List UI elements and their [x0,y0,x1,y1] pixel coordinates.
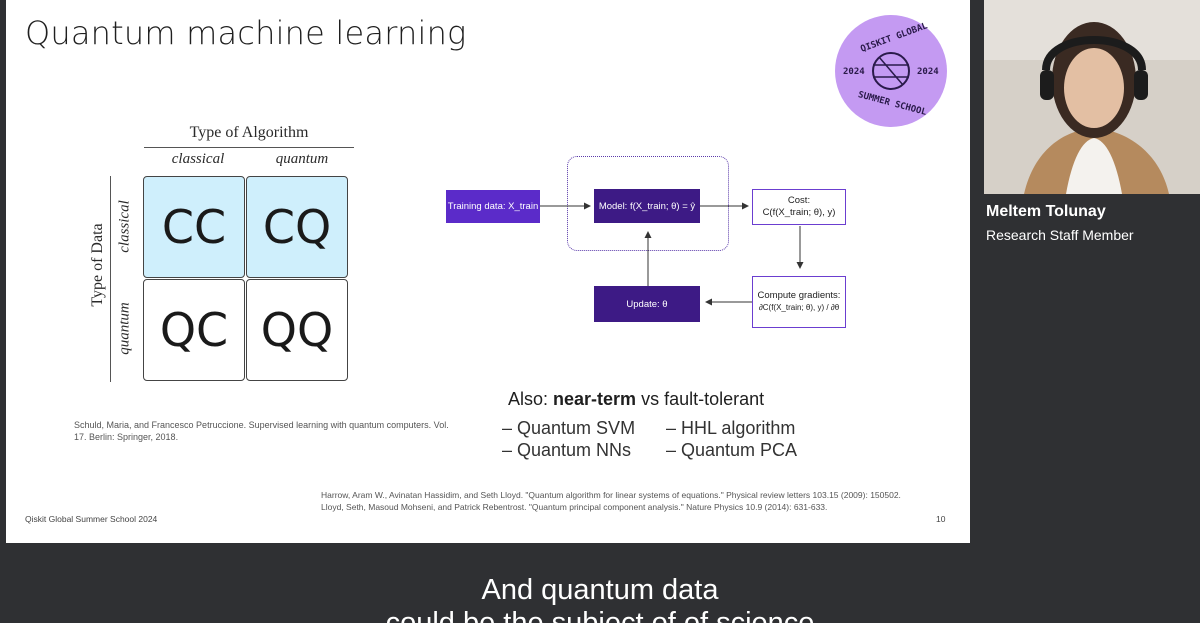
diagram-arrows [540,202,804,306]
footer-event: Qiskit Global Summer School 2024 [25,514,158,524]
badge-year-left: 2024 [843,67,865,77]
col-label-quantum: quantum [275,151,329,167]
also-prefix: Also: [508,389,554,409]
subtitle-line-2: could be the subject of of science [385,607,815,623]
cost-box: Cost: C(f(X_train; θ), y) [752,189,846,225]
bullet-hhl: – HHL algorithm [666,418,796,438]
col-label-classical: classical [171,151,225,167]
cell-qq: QQ [246,279,348,381]
slide-title: Quantum machine learning [25,14,467,52]
badge-year-right: 2024 [917,67,939,77]
summer-school-badge: QISKIT GLOBAL 2024 2024 SUMMER SCHOOL [835,15,947,127]
cell-cc: CC [143,176,245,278]
citation-harrow: Harrow, Aram W., Avinatan Hassidim, and … [321,490,901,500]
bullet-quantum-nns: – Quantum NNs [502,440,632,460]
bullet-quantum-svm: – Quantum SVM [502,418,636,438]
citation-schuld: Schuld, Maria, and Francesco Petruccione… [74,420,449,442]
speaker-avatar [984,0,1200,194]
model-box: Model: f(X_train; θ) = ŷ [594,189,700,223]
speaker-video [984,0,1200,194]
grid-row-divider [110,176,111,382]
grid-column-header: Type of Algorithm [189,124,309,141]
gradients-title: Compute gradients: [757,290,841,301]
presentation-slide: Quantum machine learning QISKIT GLOBAL 2… [6,0,970,543]
cell-qc: QC [143,279,245,381]
speaker-role: Research Staff Member [986,227,1134,243]
globe-icon [872,52,910,90]
update-box: Update: θ [594,286,700,322]
grid-header-divider [144,147,354,148]
subtitle-line-1: And quantum data [481,574,719,606]
cost-expression: C(f(X_train; θ), y) [762,207,836,218]
cell-cq: CQ [246,176,348,278]
speaker-name: Meltem Tolunay [986,203,1106,220]
cost-title: Cost: [787,195,811,206]
bullet-quantum-pca: – Quantum PCA [666,440,798,460]
page-number: 10 [936,514,946,524]
also-line: Also: near-term vs fault-tolerant [508,389,764,410]
gradients-box: Compute gradients: ∂C(f(X_train; θ), y) … [752,276,846,328]
also-bold: near-term [553,389,637,409]
gradients-expression: ∂C(f(X_train; θ), y) / ∂θ [758,303,840,312]
training-data-box: Training data: X_train [446,190,540,223]
citation-lloyd: Lloyd, Seth, Masoud Mohseni, and Patrick… [321,502,828,512]
also-suffix: vs fault-tolerant [636,389,765,409]
